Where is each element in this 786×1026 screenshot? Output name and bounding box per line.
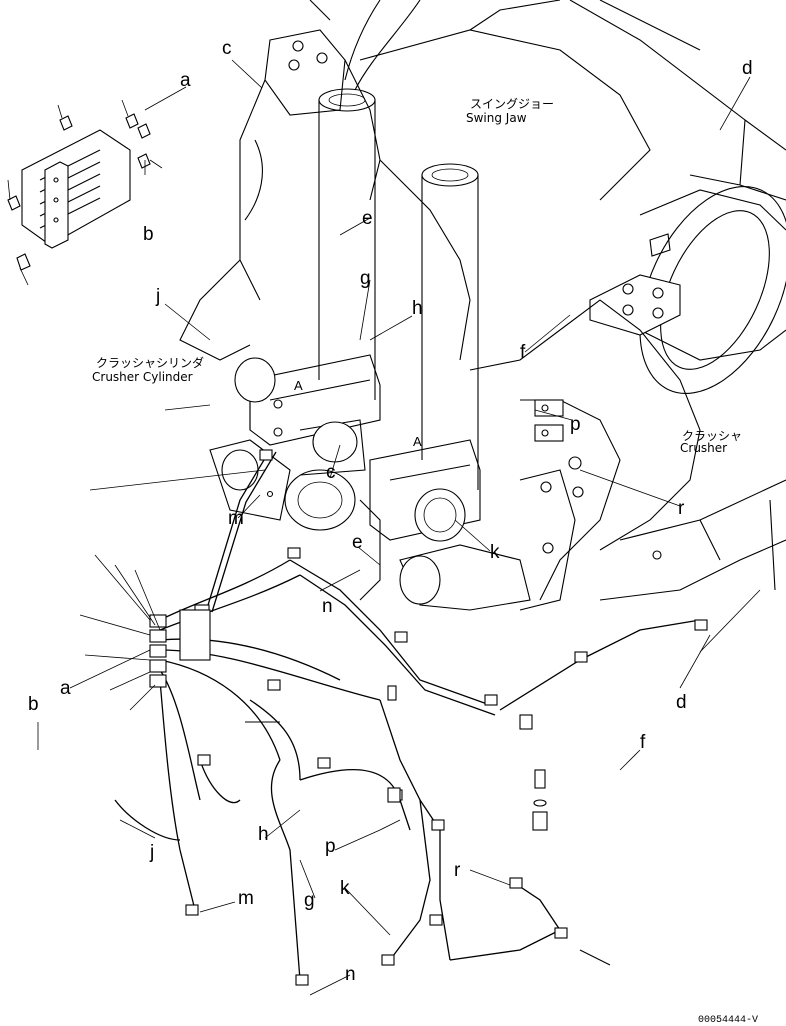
label-n-bottom: n [345, 964, 356, 985]
valve-block-inset [7, 99, 163, 286]
label-f-top: f [520, 342, 526, 363]
label-e-top: e [362, 208, 373, 229]
label-k-top: k [490, 542, 500, 563]
crusher-cylinder-jp: クラッシャシリンダ [96, 355, 204, 370]
leader-lines [37, 59, 761, 996]
swing-jaw-jp: スイングジョー [470, 97, 554, 111]
label-n-top: n [322, 596, 333, 617]
crusher-cylinder-left [234, 88, 381, 446]
label-k-bottom: k [340, 878, 350, 899]
labels: a b c d e g h j f p r k c m e n a b d f … [28, 38, 753, 985]
cylinder-bottom-assembly [284, 419, 531, 611]
label-c-top: c [222, 38, 232, 59]
label-p-top: p [570, 414, 581, 435]
label-d-top: d [742, 58, 753, 79]
annotations: スイングジョー Swing Jaw クラッシャシリンダ Crusher Cyli… [92, 97, 758, 1026]
label-h-bottom: h [258, 824, 269, 845]
swing-jaw-en: Swing Jaw [466, 111, 527, 125]
label-f-bottom: f [640, 732, 646, 753]
swing-jaw-frame [359, 0, 786, 394]
left-frame [179, 0, 471, 521]
label-g-top: g [360, 268, 371, 289]
crusher-cylinder-en: Crusher Cylinder [92, 370, 193, 384]
label-r-top: r [678, 498, 685, 519]
label-a-bottom: a [60, 678, 71, 699]
crusher-cylinder-right [369, 163, 481, 542]
label-e-mid: e [352, 532, 363, 553]
label-j-bottom: j [149, 842, 154, 863]
label-r-bottom: r [454, 860, 461, 881]
label-a-top: a [180, 70, 191, 91]
label-p-bottom: p [325, 836, 336, 857]
hose-routing [114, 449, 708, 986]
label-b-bottom: b [28, 694, 39, 715]
label-b-top: b [143, 224, 154, 245]
label-h-top: h [412, 298, 423, 319]
crusher-en: Crusher [680, 441, 727, 455]
label-A-right: A [413, 434, 422, 449]
label-j-top: j [155, 286, 160, 307]
figure-code: 00054444-V [698, 1015, 758, 1026]
crusher-jp: クラッシャ [682, 429, 742, 443]
label-A-left: A [294, 378, 303, 393]
label-c-mid: c [326, 462, 336, 483]
label-g-bottom: g [304, 890, 315, 911]
label-d-bottom: d [676, 692, 687, 713]
crusher-body [469, 299, 786, 611]
label-m-bottom: m [238, 888, 254, 909]
label-m-top: m [228, 508, 244, 529]
